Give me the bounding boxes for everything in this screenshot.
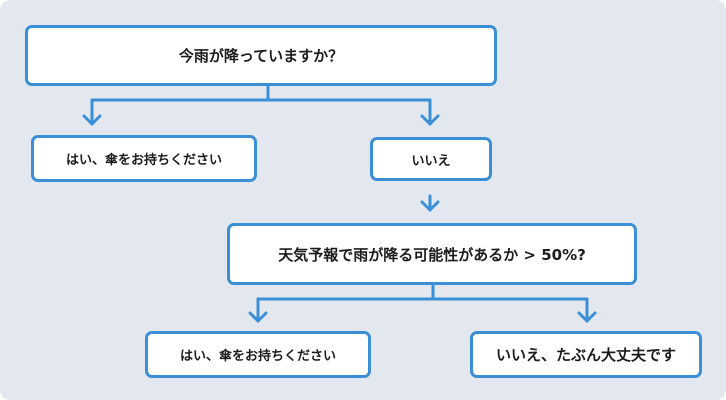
arrowhead-q1-no bbox=[420, 114, 440, 126]
arrowhead-q2-no bbox=[577, 311, 597, 323]
question-1-node: 今雨が降っていますか？ bbox=[25, 25, 497, 86]
q2-yes-text: はい、傘をお持ちください bbox=[179, 349, 336, 364]
arrowhead-no-to-q2 bbox=[420, 200, 440, 212]
q2-no-node: いいえ、たぶん大丈夫です bbox=[470, 331, 702, 378]
q2-no-text: いいえ、たぶん大丈夫です bbox=[495, 346, 676, 364]
q2-yes-node: はい、傘をお持ちください bbox=[145, 331, 371, 378]
q1-no-node: いいえ bbox=[370, 137, 492, 181]
question-2-text: 天気予報で雨が降る可能性があるか > 50%? bbox=[278, 245, 586, 264]
arrowhead-q2-yes bbox=[248, 311, 268, 323]
q1-yes-text: はい、傘をお持ちください bbox=[65, 153, 222, 168]
question-1-text: 今雨が降っていますか？ bbox=[178, 47, 344, 65]
q1-yes-node: はい、傘をお持ちください bbox=[31, 135, 257, 182]
arrowhead-q1-yes bbox=[82, 114, 102, 126]
question-2-node: 天気予報で雨が降る可能性があるか > 50%? bbox=[227, 223, 637, 285]
q1-no-text: いいえ bbox=[411, 153, 451, 169]
